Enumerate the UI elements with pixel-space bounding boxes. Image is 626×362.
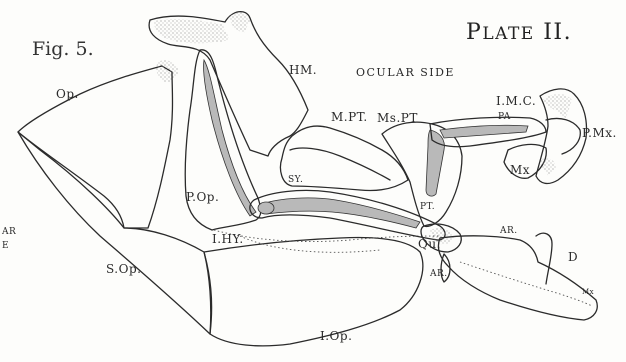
- symplectic-bone: [250, 190, 445, 240]
- plate-title: PLATE II.: [466, 20, 572, 45]
- label-imc: I.M.C.: [496, 94, 536, 108]
- ocular-side-label: OCULAR SIDE: [356, 66, 455, 79]
- label-ihy: I.HY.: [212, 232, 244, 246]
- label-op: Op.: [56, 87, 79, 101]
- label-mx: Mx: [510, 163, 530, 177]
- opercular-bone: [18, 60, 178, 228]
- label-qu: Qu.: [418, 237, 441, 251]
- plate-title-rest: LATE: [482, 24, 534, 44]
- lower-jaw: [438, 233, 597, 320]
- label-edge-e: E: [2, 241, 9, 251]
- label-mspt: Ms.PT: [377, 111, 418, 125]
- plate-number: II.: [543, 20, 572, 45]
- label-hm: HM.: [289, 63, 317, 77]
- palatine-bone: [430, 117, 546, 147]
- label-edge-ar: AR: [2, 227, 16, 237]
- label-mpt: M.PT.: [331, 110, 368, 124]
- label-sop: S.Op.: [106, 262, 141, 276]
- interopercular-bone: [204, 238, 423, 346]
- label-ar-upper: AR.: [500, 226, 518, 236]
- label-mx-small: Mx: [582, 288, 594, 296]
- label-pa: PA: [498, 112, 511, 122]
- subopercular-bone: [18, 132, 212, 334]
- label-ar-lower: AR.: [430, 269, 448, 279]
- label-pmx: P.Mx.: [582, 126, 617, 140]
- interhyal-region: [214, 230, 440, 252]
- figure-title: Fig. 5.: [32, 38, 94, 60]
- label-sy: SY.: [288, 175, 303, 185]
- label-d: D: [568, 250, 578, 264]
- label-pop: P.Op.: [186, 190, 219, 204]
- label-iop: I.Op.: [320, 329, 352, 343]
- hyomandibular-bone: [149, 12, 308, 156]
- label-pt: PT.: [420, 202, 435, 212]
- plate-title-initial: P: [466, 20, 482, 45]
